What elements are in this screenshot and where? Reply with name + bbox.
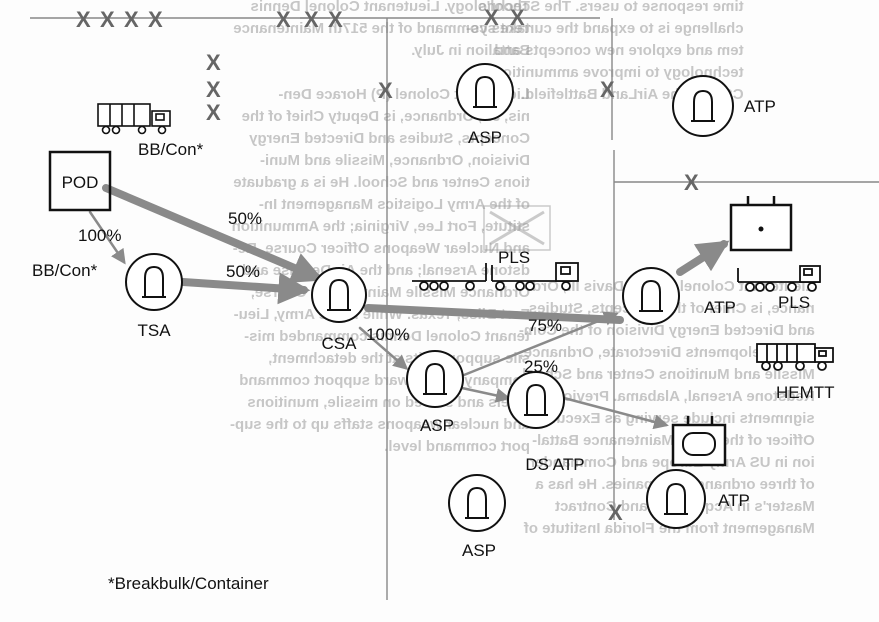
pls-left-label: PLS (498, 248, 530, 267)
flow-arrows (88, 184, 730, 430)
node-atp-mid: ATP (622, 267, 736, 325)
svg-text:X: X (206, 50, 221, 75)
pls-right-label: PLS (778, 293, 810, 312)
pct-csa-to-asp: 100% (366, 325, 409, 344)
node-atp-bottom: ATP (646, 469, 750, 529)
pct-asp-to-ds-atp: 25% (524, 357, 558, 376)
svg-text:X: X (684, 170, 699, 195)
pct-pod-to-tsa: 100% (78, 226, 121, 245)
arrow-csa-to-asp (358, 326, 409, 370)
arrow-dsatp-to-atp (562, 396, 669, 430)
pct-pod-to-csa: 50% (228, 209, 262, 228)
svg-text:X: X (378, 78, 393, 103)
svg-text:X: X (148, 7, 163, 32)
svg-text:X: X (608, 500, 623, 525)
arrow-pod-to-csa (102, 184, 324, 283)
x-marks: X X X X X X X X X X X X X X X X X (76, 5, 705, 525)
svg-text:X: X (100, 7, 115, 32)
asp-mid-label: ASP (420, 416, 454, 435)
asp-top-label: ASP (468, 128, 502, 147)
container-truck-icon (97, 103, 171, 135)
node-asp-top: ASP (456, 63, 514, 147)
arrow-asp-to-atp (462, 311, 619, 377)
arrow-csa-to-atp (364, 304, 624, 324)
tsa-label: TSA (137, 321, 171, 340)
node-ds-atp: DS ATP (507, 371, 585, 474)
pct-asp-to-atp: 75% (528, 316, 562, 335)
svg-text:X: X (124, 7, 139, 32)
atp-bottom-label: ATP (718, 491, 750, 510)
node-atp-top: ATP (672, 75, 776, 137)
arrow-asp-to-dsatp (460, 386, 511, 403)
node-pod: POD (48, 150, 112, 212)
hemtt-label: HEMTT (776, 383, 835, 402)
crossed-arms-watermark-icon (483, 205, 551, 251)
bb-con-top-label: BB/Con* (138, 140, 204, 159)
svg-text:X: X (510, 5, 525, 30)
forward-unit-box-icon (729, 196, 793, 252)
arrow-atp-to-forward (676, 240, 730, 276)
svg-text:X: X (484, 5, 499, 30)
node-tsa: TSA (125, 253, 183, 340)
pod-label: POD (62, 173, 99, 192)
hemtt-truck-icon (756, 343, 834, 371)
pls-truck-left-icon (412, 262, 579, 291)
atp-top-label: ATP (744, 97, 776, 116)
footnote: *Breakbulk/Container (108, 574, 269, 593)
arrow-tsa-to-csa (179, 272, 311, 305)
atp-mid-label: ATP (704, 298, 736, 317)
pls-truck-right-icon (737, 265, 821, 292)
svg-text:X: X (76, 7, 91, 32)
ds-atp-label: DS ATP (525, 455, 584, 474)
ammo-carrier-icon (671, 416, 727, 467)
svg-text:X: X (206, 100, 221, 125)
bb-con-left-label: BB/Con* (32, 261, 98, 280)
svg-text:X: X (304, 7, 319, 32)
svg-text:X: X (206, 77, 221, 102)
asp-bottom-label: ASP (462, 541, 496, 560)
node-asp-bottom: ASP (448, 474, 506, 560)
node-csa: CSA (311, 267, 367, 353)
svg-text:X: X (276, 7, 291, 32)
svg-text:X: X (328, 7, 343, 32)
csa-label: CSA (322, 334, 358, 353)
arrow-pod-to-tsa (88, 210, 126, 265)
svg-text:X: X (600, 77, 615, 102)
pct-tsa-to-csa: 50% (226, 262, 260, 281)
node-asp-mid: ASP (406, 350, 464, 435)
